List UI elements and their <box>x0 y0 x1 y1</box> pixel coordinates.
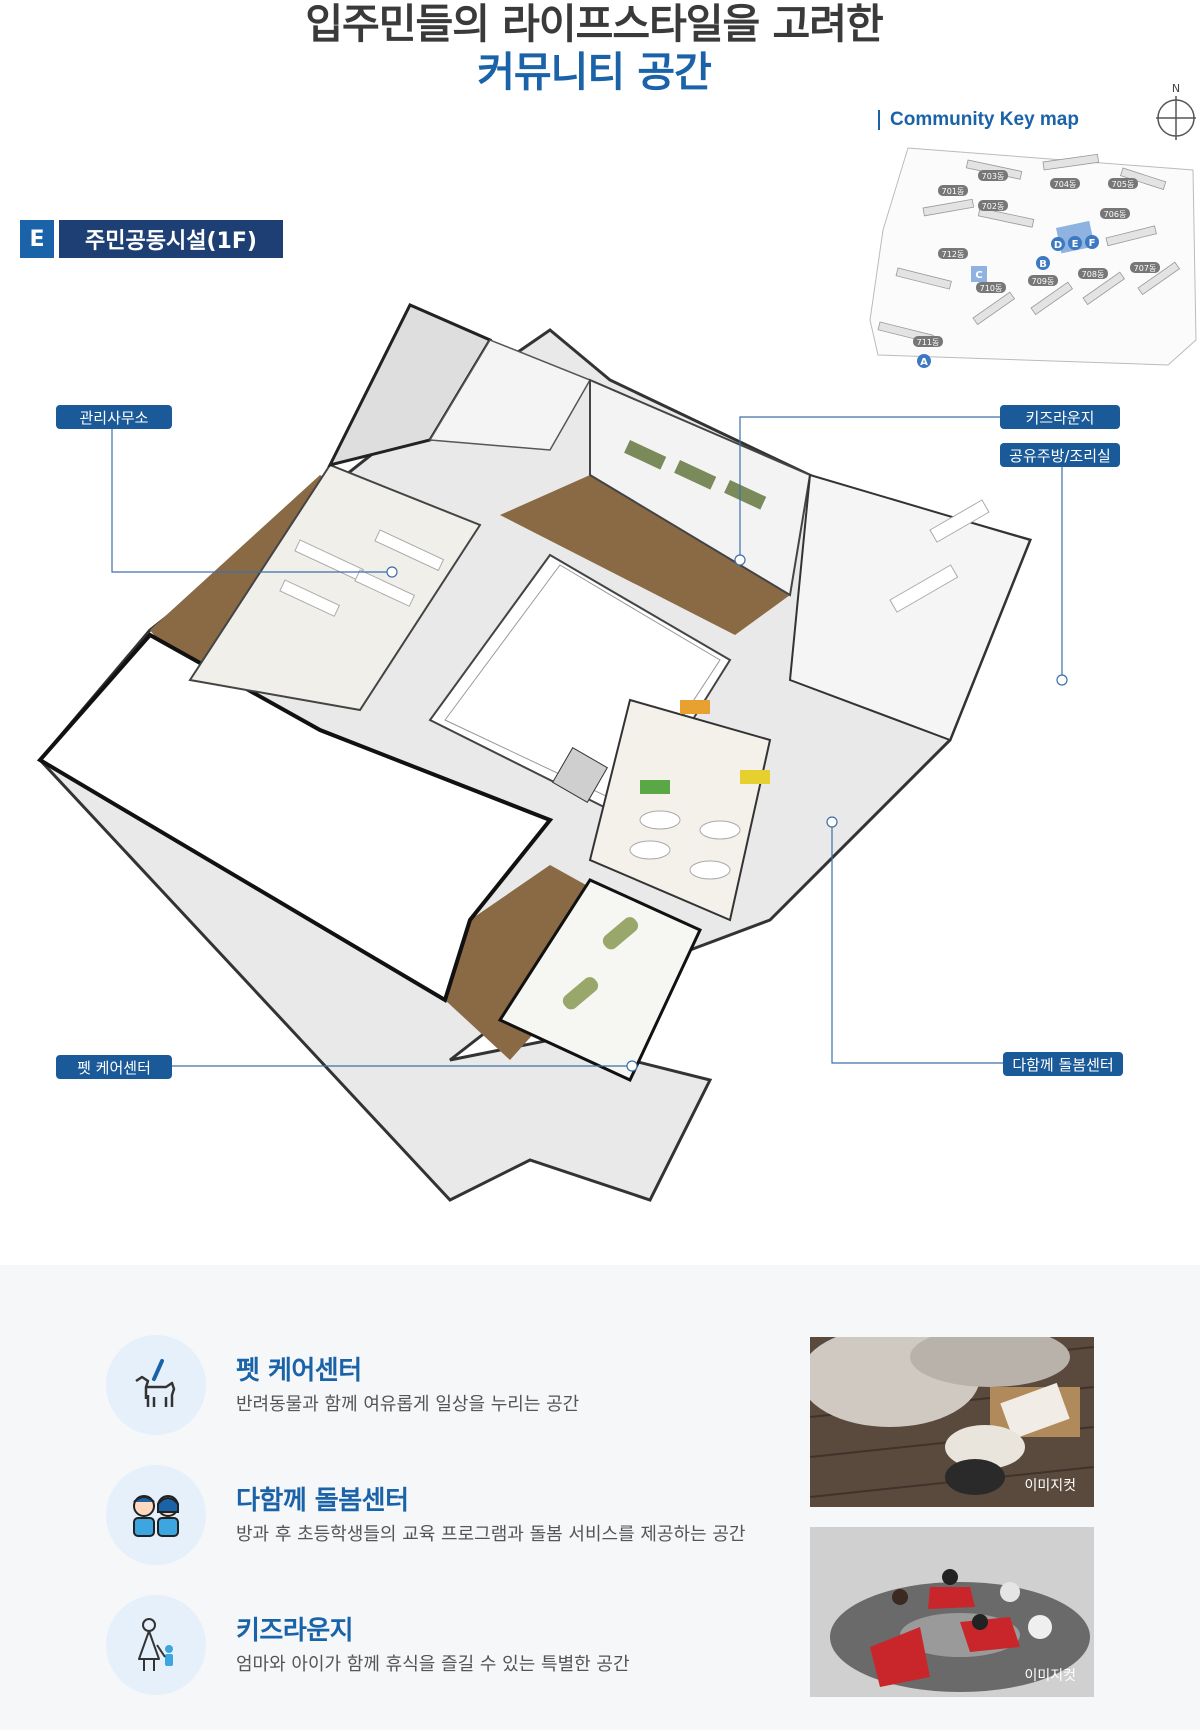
page-subtitle: 커뮤니티 공간 <box>477 48 712 96</box>
feature-desc: 방과 후 초등학생들의 교육 프로그램과 돌봄 서비스를 제공하는 공간 <box>236 1524 746 1545</box>
callout-office[interactable]: 관리사무소 <box>56 405 172 429</box>
compass-letter: N <box>1172 82 1180 95</box>
svg-text:C: C <box>975 270 982 281</box>
compass-icon: N <box>1156 82 1196 140</box>
svg-text:701동: 701동 <box>942 187 965 196</box>
svg-text:702동: 702동 <box>982 202 1005 211</box>
svg-text:707동: 707동 <box>1134 264 1157 273</box>
svg-text:A: A <box>920 357 928 368</box>
photo-pet: 이미지컷 <box>810 1337 1094 1507</box>
photo-caption: 이미지컷 <box>1024 1478 1076 1494</box>
community-key-map: 703동 704동 705동 701동 702동 706동 712동 708동 … <box>869 147 1197 368</box>
callout-pet-care[interactable]: 펫 케어센터 <box>56 1055 172 1079</box>
section-badge: E 주민공동시설(1F) <box>20 220 283 258</box>
feature-desc: 반려동물과 함께 여유롭게 일상을 누리는 공간 <box>236 1394 580 1415</box>
section-letter: E <box>20 220 54 258</box>
svg-text:F: F <box>1089 238 1096 249</box>
photo-caption: 이미지컷 <box>1024 1668 1076 1684</box>
children-icon <box>106 1465 206 1565</box>
feature-care-center: 다함께 돌봄센터 방과 후 초등학생들의 교육 프로그램과 돌봄 서비스를 제공… <box>106 1465 806 1565</box>
callout-shared-kitchen[interactable]: 공유주방/조리실 <box>1000 443 1120 467</box>
section-title: 주민공동시설(1F) <box>59 220 283 258</box>
feature-title: 다함께 돌봄센터 <box>236 1486 409 1516</box>
svg-text:711동: 711동 <box>917 338 940 347</box>
feature-kids-lounge: 키즈라운지 엄마와 아이가 함께 휴식을 즐길 수 있는 특별한 공간 <box>106 1595 806 1695</box>
svg-text:704동: 704동 <box>1054 180 1077 189</box>
keymap-label: Community Key map <box>878 110 1079 130</box>
svg-text:705동: 705동 <box>1112 180 1135 189</box>
photo-kids-lounge: 이미지컷 <box>810 1527 1094 1697</box>
svg-text:B: B <box>1039 259 1047 270</box>
features-section: 펫 케어센터 반려동물과 함께 여유롭게 일상을 누리는 공간 다함께 돌봄센터… <box>0 1265 1200 1730</box>
svg-text:703동: 703동 <box>982 172 1005 181</box>
callout-care-center[interactable]: 다함께 돌봄센터 <box>1003 1052 1123 1076</box>
dog-icon <box>106 1335 206 1435</box>
svg-text:D: D <box>1054 240 1062 251</box>
feature-pet-care: 펫 케어센터 반려동물과 함께 여유롭게 일상을 누리는 공간 <box>106 1335 806 1435</box>
svg-text:708동: 708동 <box>1082 270 1105 279</box>
svg-text:712동: 712동 <box>942 250 965 259</box>
callout-lines <box>111 416 1068 1072</box>
mother-child-icon <box>106 1595 206 1695</box>
callout-kids-lounge[interactable]: 키즈라운지 <box>1000 405 1120 429</box>
svg-text:706동: 706동 <box>1104 210 1127 219</box>
feature-title: 펫 케어센터 <box>236 1356 362 1386</box>
svg-text:E: E <box>1072 239 1079 250</box>
page-title: 입주민들의 라이프스타일을 고려한 <box>305 0 883 48</box>
floor-plan-illustration <box>36 303 1033 1202</box>
svg-text:710동: 710동 <box>980 284 1003 293</box>
feature-desc: 엄마와 아이가 함께 휴식을 즐길 수 있는 특별한 공간 <box>236 1654 630 1675</box>
svg-text:709동: 709동 <box>1032 277 1055 286</box>
feature-title: 키즈라운지 <box>236 1616 354 1646</box>
